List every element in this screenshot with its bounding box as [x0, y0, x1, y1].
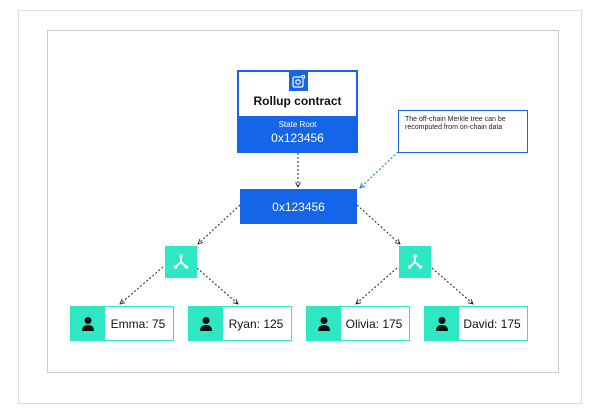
state-root-label: State Root: [278, 120, 317, 129]
user-icon: [189, 307, 223, 340]
leaf-emma: Emma: 75: [70, 306, 174, 341]
user-icon: [307, 307, 341, 340]
user-icon: [425, 307, 459, 340]
leaf-ryan: Ryan: 125: [188, 306, 292, 341]
contract-title: Rollup contract: [253, 94, 342, 108]
rollup-contract-node: Rollup contract State Root 0x123456: [237, 70, 358, 153]
state-root-value: 0x123456: [271, 131, 324, 145]
right-branch-node: [399, 246, 431, 278]
branch-icon: [173, 254, 189, 269]
leaf-olivia: Olivia: 175: [306, 306, 410, 341]
branch-icon: [407, 254, 423, 269]
leaf-label: Ryan: 125: [228, 316, 284, 331]
user-icon: [71, 307, 105, 340]
callout-note: The off-chain Merkle tree can be recompu…: [398, 110, 528, 153]
leaf-david: David: 175: [424, 306, 528, 341]
leaf-label: David: 175: [463, 316, 521, 331]
left-branch-node: [165, 246, 197, 278]
state-root-block: State Root 0x123456: [239, 116, 356, 153]
contract-icon: [289, 72, 308, 91]
root-hash-node: 0x123456: [240, 189, 357, 224]
leaf-label: Emma: 75: [110, 316, 166, 331]
leaf-label: Olivia: 175: [345, 316, 403, 331]
